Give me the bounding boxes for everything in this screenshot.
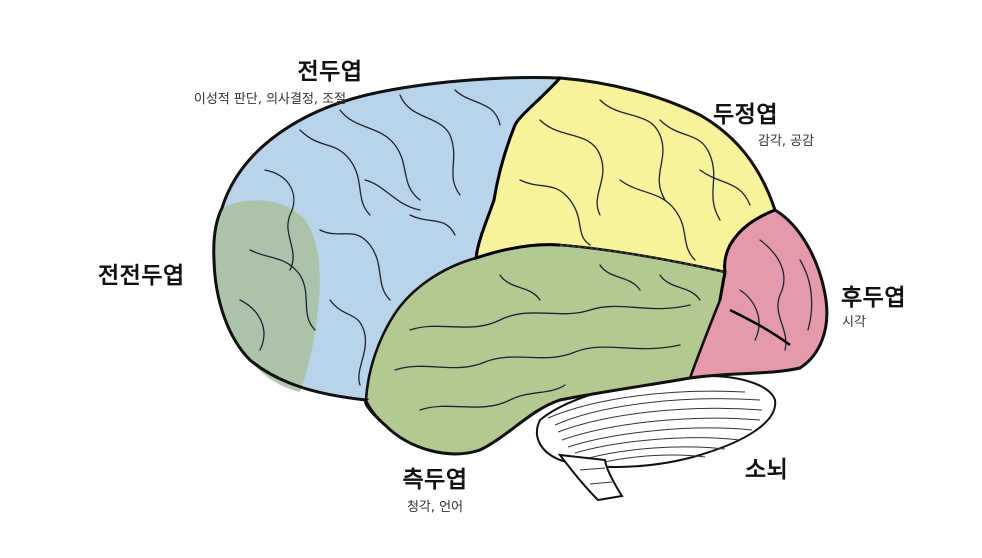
cerebellum-name: 소뇌 (745, 457, 789, 483)
occipital-lobe-name: 후두엽 (841, 285, 906, 311)
occipital-lobe-label: 후두엽 (841, 278, 906, 312)
frontal-lobe-label: 전두엽 (298, 52, 363, 86)
prefrontal-lobe-name: 전전두엽 (98, 263, 185, 289)
prefrontal-lobe-label: 전전두엽 (98, 256, 185, 290)
parietal-lobe-function: 감각, 공감 (758, 134, 815, 149)
temporal-lobe-function: 청각, 언어 (406, 500, 464, 515)
cerebellum-region (535, 374, 777, 502)
temporal-lobe-name: 측두엽 (402, 467, 468, 493)
frontal-lobe-function: 이성적 판단, 의사결정, 조절 (193, 92, 347, 107)
parietal-lobe-name: 두정엽 (713, 102, 778, 128)
temporal-lobe-label: 측두엽 (403, 460, 468, 494)
occipital-lobe-function: 시각 (842, 315, 866, 330)
parietal-lobe-label: 두정엽 (713, 95, 778, 129)
frontal-lobe-name: 전두엽 (297, 59, 363, 85)
cerebellum-label: 소뇌 (745, 450, 788, 484)
